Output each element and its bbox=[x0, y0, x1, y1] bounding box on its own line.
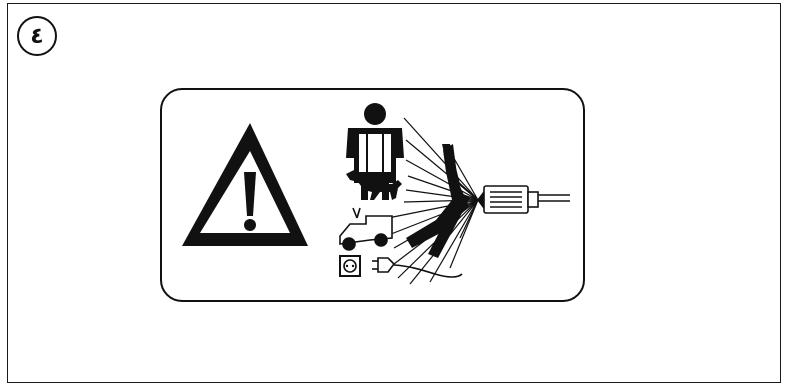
spray-nozzle-icon bbox=[478, 186, 570, 213]
plug-icon bbox=[372, 258, 462, 277]
step-number: ٤ bbox=[30, 24, 43, 49]
vehicle-icon bbox=[340, 208, 392, 250]
power-socket-icon bbox=[340, 256, 360, 276]
step-number-badge: ٤ bbox=[17, 16, 57, 56]
warning-triangle-icon bbox=[182, 123, 308, 246]
warning-label-illustration bbox=[160, 88, 585, 302]
